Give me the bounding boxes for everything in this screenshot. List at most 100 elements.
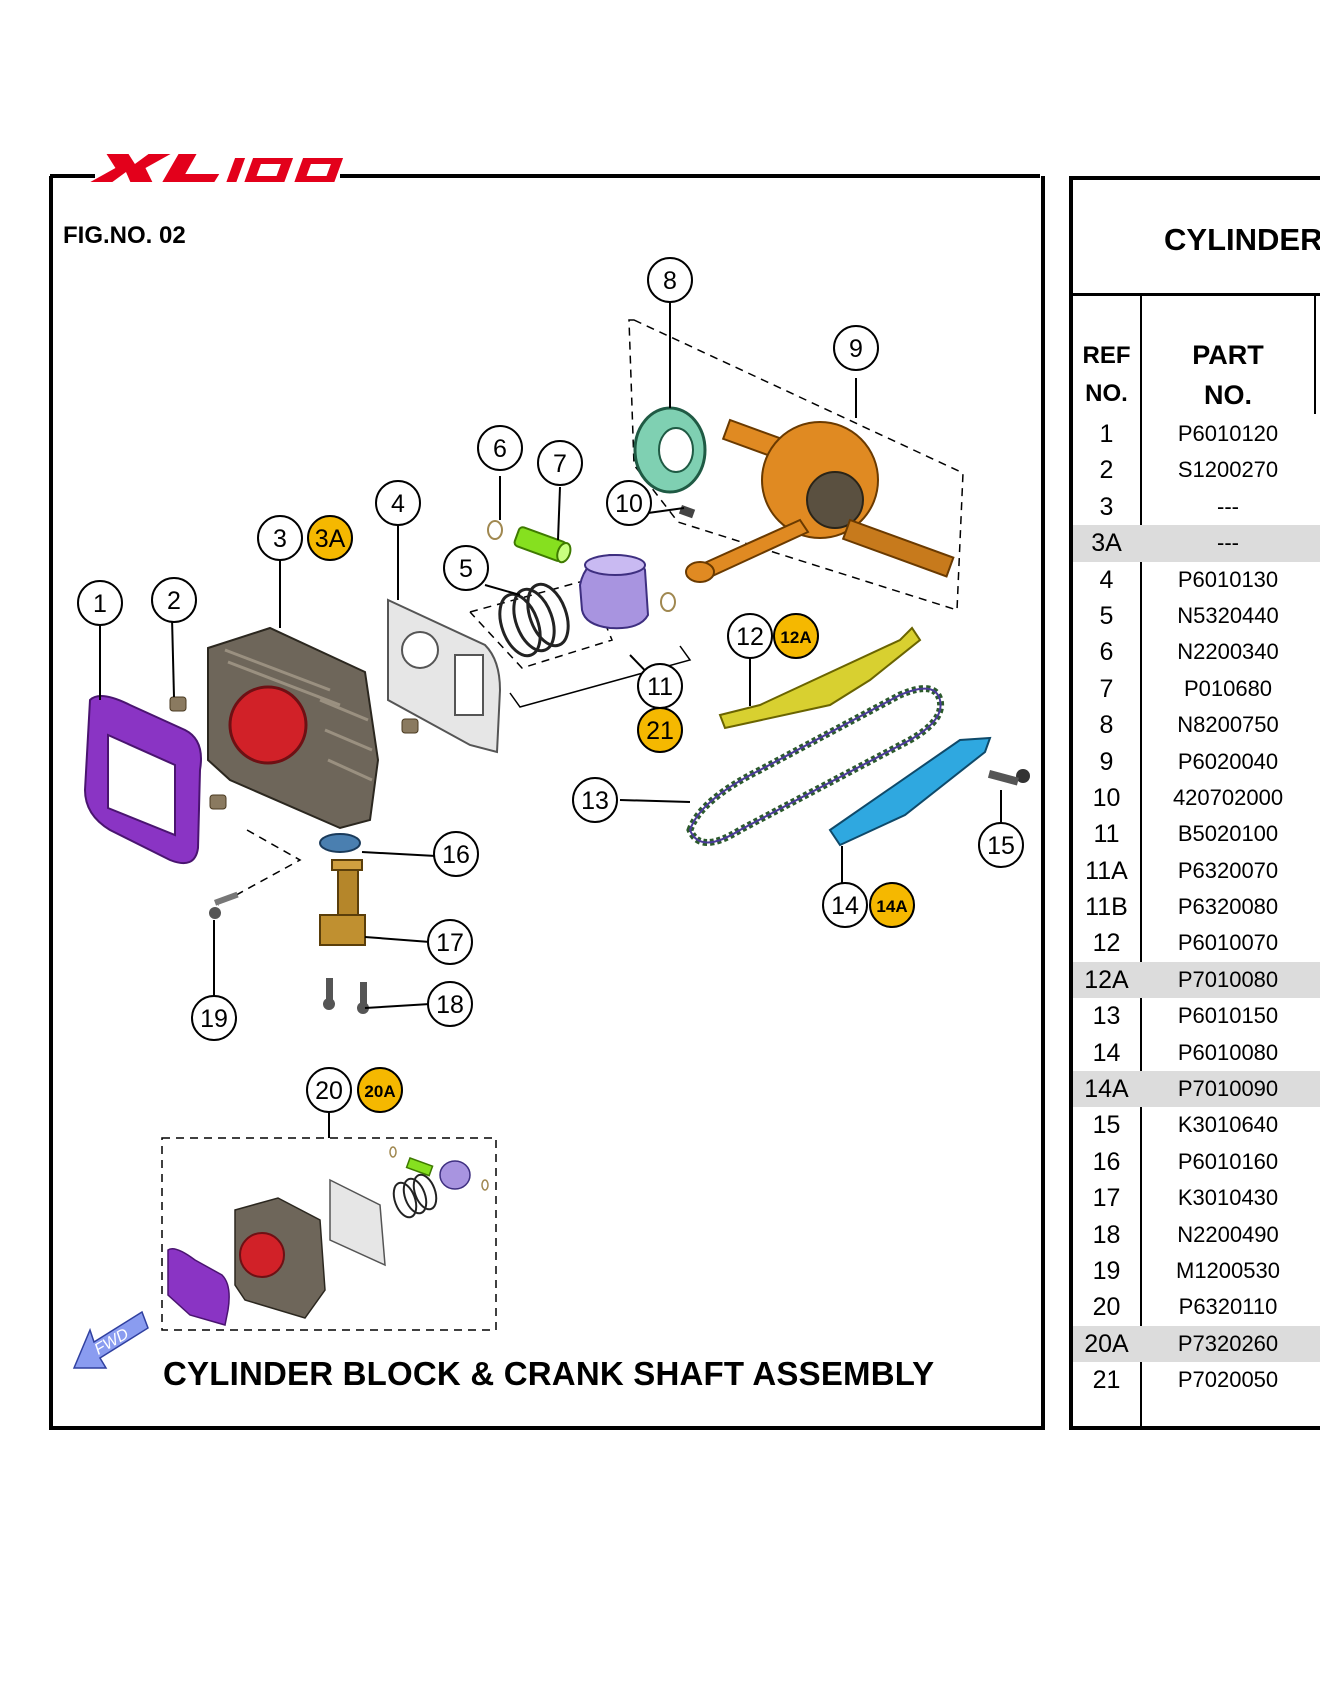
table-row: 18 N2200490 (1073, 1217, 1320, 1253)
callout-label-5: 5 (459, 555, 473, 583)
callout-label-9: 9 (849, 335, 863, 363)
callout-label-11: 11 (647, 673, 673, 701)
part-no-cell: P6010070 (1177, 930, 1279, 956)
part-no-cell: K3010430 (1177, 1185, 1279, 1211)
table-row: 15 K3010640 (1073, 1107, 1320, 1143)
piston-rings-part-5 (498, 582, 570, 658)
callout-label-2: 2 (167, 587, 181, 615)
callout-label-18: 18 (436, 991, 464, 1019)
callout-label-3A: 3A (315, 525, 346, 553)
ref-no-cell: 20A (1084, 1329, 1129, 1358)
part-no-cell: P7320260 (1177, 1330, 1279, 1356)
part-no-cell: N2200340 (1177, 639, 1279, 665)
callout-2 (151, 577, 197, 623)
tensioner-part-17 (319, 859, 366, 946)
header-part-no: NO. (1203, 380, 1252, 410)
callout-6 (477, 425, 523, 471)
callout-1 (77, 580, 123, 626)
cylinder-bore (228, 685, 308, 765)
ref-no-cell: 16 (1092, 1147, 1121, 1176)
callout-3 (257, 515, 303, 561)
cylinder-kit-part-20 (167, 1146, 489, 1326)
part-no-cell: P6010150 (1177, 1003, 1279, 1029)
callout-label-14A: 14A (876, 897, 907, 916)
callout-label-20: 20 (315, 1077, 343, 1105)
callout-label-3: 3 (273, 525, 287, 553)
part-no-cell: 420702000 (1172, 784, 1284, 810)
parts-list-title: CYLINDER (1164, 222, 1320, 257)
assembly-title: CYLINDER BLOCK & CRANK SHAFT ASSEMBLY (163, 1355, 935, 1392)
ref-no-cell: 3A (1091, 529, 1122, 558)
tensioner-gasket-part-16 (319, 833, 361, 853)
part-no-cell: P6320110 (1178, 1294, 1278, 1320)
part-no-cell: P010680 (1183, 675, 1273, 701)
part-no-cell: --- (1217, 493, 1239, 519)
part-no-cell: P6320070 (1177, 857, 1279, 883)
ref-no-cell: 7 (1099, 674, 1114, 703)
callout-label-10: 10 (615, 490, 643, 518)
part-no-cell: B5020100 (1177, 821, 1279, 847)
callout-13 (572, 777, 618, 823)
part-no-cell: P7020050 (1177, 1367, 1279, 1393)
ref-no-cell: 11 (1093, 820, 1120, 849)
ref-no-cell: 15 (1092, 1111, 1121, 1140)
callout-label-16: 16 (442, 841, 470, 869)
circlip (660, 592, 676, 612)
callout-label-15: 15 (987, 832, 1015, 860)
table-row: 7 P010680 (1073, 671, 1320, 707)
table-row: 6 N2200340 (1073, 634, 1320, 670)
callout-8 (647, 257, 693, 303)
bolts-part-18 (323, 978, 369, 1014)
part-no-cell: M1200530 (1176, 1257, 1280, 1283)
ref-no-cell: 4 (1099, 565, 1114, 594)
ref-no-cell: 14 (1092, 1038, 1121, 1067)
dowel-pin-part-2 (169, 696, 187, 712)
bolt-part-15 (987, 769, 1030, 786)
ref-no-cell: 1 (1099, 420, 1114, 448)
chain-guide-part-12 (718, 626, 922, 730)
ref-no-cell: 6 (1099, 638, 1114, 667)
part-no-cell: K3010640 (1177, 1112, 1279, 1138)
forward-direction-icon: FWD (72, 1310, 149, 1369)
xl100-logo (90, 154, 344, 182)
table-row: 19 M1200530 (1073, 1253, 1320, 1289)
header-rule-left (50, 174, 95, 178)
table-row: 3--- (1073, 489, 1320, 525)
part-no-cell: N2200490 (1177, 1221, 1279, 1247)
header-ref: REF (1082, 342, 1131, 369)
part-no-cell: P6320080 (1177, 894, 1279, 920)
callout-label-20A: 20A (364, 1082, 395, 1101)
callout-21 (637, 707, 683, 753)
callout-16 (433, 831, 479, 877)
callout-5 (443, 545, 489, 591)
ref-no-cell: 19 (1092, 1256, 1121, 1285)
callout-15 (978, 822, 1024, 868)
table-row: 3A--- (1073, 525, 1320, 562)
ref-no-cell: 18 (1092, 1220, 1121, 1249)
figure-number: FIG.NO. 02 (63, 222, 186, 249)
piston-pin-part-7 (513, 526, 572, 564)
table-row: 20A P7320260 (1073, 1325, 1320, 1363)
crankshaft-part-9 (685, 418, 955, 583)
callout-label-14: 14 (831, 892, 859, 920)
gasket-1-opening (107, 733, 176, 837)
callout-4 (375, 480, 421, 526)
ref-no-cell: 2 (1099, 456, 1114, 485)
part-no-cell: P7010090 (1177, 1076, 1279, 1102)
dowel-pin (401, 718, 419, 734)
tensioner-slider-part-14 (828, 736, 992, 847)
exploded-view-diagram: 1 2 3 3A 4 5 6 7 8 9 10 11 21 12 12A 13 … (77, 257, 1030, 1331)
